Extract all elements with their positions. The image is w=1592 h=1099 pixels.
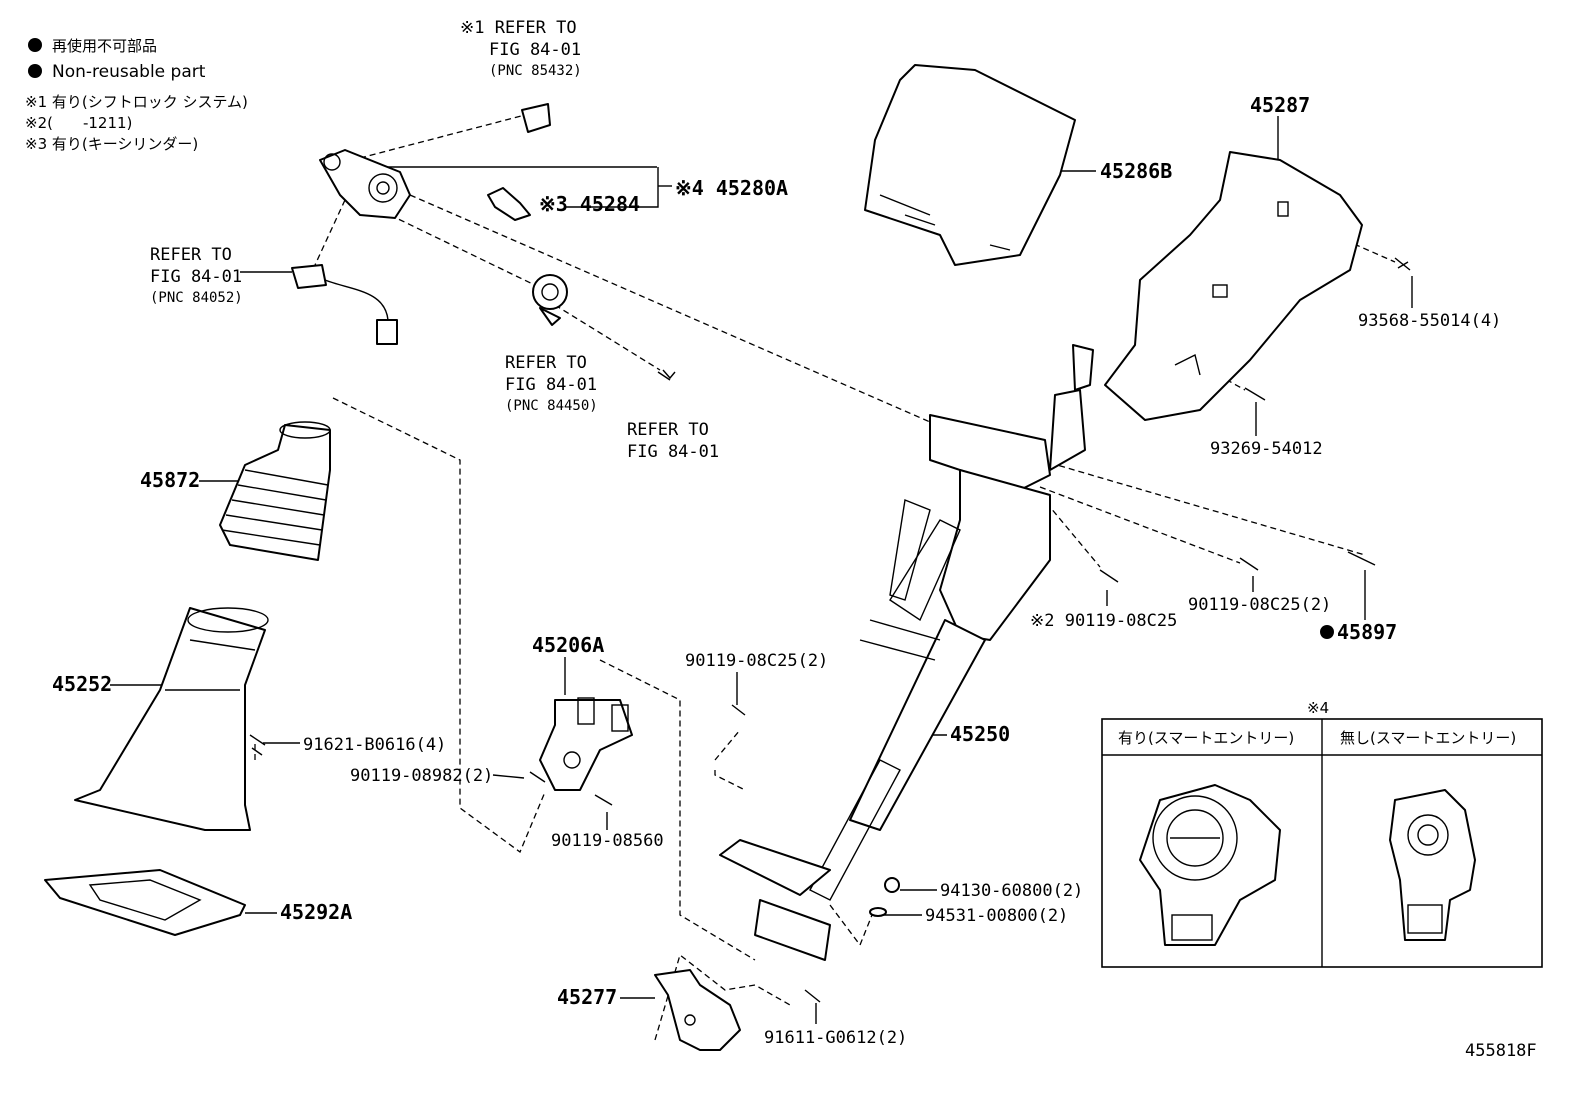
smart-entry-inset: ※4 有り(スマートエントリー) 無し(スマートエントリー) xyxy=(1101,699,1543,968)
upper-column-cover-icon xyxy=(864,64,1076,266)
part-90119-08C25-upper: 90119-08C25(2) xyxy=(685,651,828,671)
bolt-right-icon xyxy=(1239,557,1259,571)
wire-harness-icon xyxy=(291,264,398,345)
ignition-without-smart-entry-icon xyxy=(1389,789,1476,941)
screw-93269-icon xyxy=(1244,387,1266,401)
part-91621-B0616: 91621-B0616(4) xyxy=(303,735,446,755)
part-93568-55014: 93568-55014(4) xyxy=(1358,311,1501,331)
washer-94531-icon xyxy=(869,907,887,917)
non-reusable-bullet-icon xyxy=(1320,625,1334,639)
figure-id: 455818F xyxy=(1465,1041,1537,1061)
ignition-housing-icon xyxy=(319,149,411,219)
ref-shift-lock-1: ※1 REFER TO xyxy=(460,18,577,38)
part-45292A: 45292A xyxy=(280,900,352,924)
ref-switch-1: REFER TO xyxy=(505,353,587,373)
legend-note-2: ※2( -1211) xyxy=(25,114,132,132)
part-90119-08982: 90119-08982(2) xyxy=(350,766,493,786)
ref-switch-2: FIG 84-01 xyxy=(505,375,597,395)
ref-shift-lock-2: FIG 84-01 xyxy=(489,40,581,60)
legend-jp: 再使用不可部品 xyxy=(52,37,157,55)
legend-en: Non-reusable part xyxy=(52,62,206,82)
part-45286B: 45286B xyxy=(1100,159,1172,183)
sealing-plate-icon xyxy=(44,869,246,936)
leader-lines xyxy=(110,116,1413,1024)
ref-harness-2: FIG 84-01 xyxy=(150,267,242,287)
ref-shift-lock-3: (PNC 85432) xyxy=(489,63,582,79)
ref-labels: ※1 REFER TO FIG 84-01 (PNC 85432) REFER … xyxy=(150,18,719,462)
legend: 再使用不可部品 Non-reusable part ※1 有り(シフトロック シ… xyxy=(25,37,248,153)
screw-icon xyxy=(657,369,676,381)
part-labels: ※4 45280A ※3 45284 45286B 45287 93568-55… xyxy=(52,93,1537,1061)
part-90119-08C25-right: 90119-08C25(2) xyxy=(1188,595,1331,615)
legend-note-1: ※1 有り(シフトロック システム) xyxy=(25,93,248,111)
part-90119-08560: 90119-08560 xyxy=(551,831,664,851)
screw-93568-icon xyxy=(1394,257,1411,271)
legend-note-3: ※3 有り(キーシリンダー) xyxy=(25,135,198,153)
part-45252: 45252 xyxy=(52,672,112,696)
bolt-note2-icon xyxy=(1099,569,1119,583)
part-45280A: ※4 45280A xyxy=(675,176,788,200)
bolt-90119-icon xyxy=(529,704,746,806)
universal-joint-icon xyxy=(539,697,633,791)
part-94130-60800: 94130-60800(2) xyxy=(940,881,1083,901)
part-94531-00800: 94531-00800(2) xyxy=(925,906,1068,926)
column-boot-icon xyxy=(219,421,331,561)
ref-harness-1: REFER TO xyxy=(150,245,232,265)
bolt-45897-icon xyxy=(1347,551,1376,566)
part-45284: ※3 45284 xyxy=(539,192,640,216)
part-90119-08C25-note2: ※2 90119-08C25 xyxy=(1030,611,1177,631)
inset-title: ※4 xyxy=(1307,699,1329,717)
column-hole-cover-icon xyxy=(74,607,269,831)
rotary-switch-icon xyxy=(532,274,568,326)
non-reusable-bullet-icon xyxy=(28,38,42,52)
bolt-91621-icon xyxy=(249,734,266,756)
bolt-91611-icon xyxy=(804,989,821,1003)
ref-switch-3: (PNC 84450) xyxy=(505,398,598,414)
column-bracket-icon xyxy=(654,969,741,1051)
ref-screw-2: FIG 84-01 xyxy=(627,442,719,462)
lower-column-cover-icon xyxy=(1104,151,1363,421)
part-45287: 45287 xyxy=(1250,93,1310,117)
nut-94130-icon xyxy=(884,877,900,893)
part-45277: 45277 xyxy=(557,985,617,1009)
part-93269-54012: 93269-54012 xyxy=(1210,439,1323,459)
ref-screw-1: REFER TO xyxy=(627,420,709,440)
part-45897: 45897 xyxy=(1337,620,1397,644)
part-91611-G0612: 91611-G0612(2) xyxy=(764,1028,907,1048)
shift-lock-solenoid-icon xyxy=(521,103,551,133)
ignition-with-smart-entry-icon xyxy=(1139,784,1281,946)
non-reusable-bullet-icon xyxy=(28,64,42,78)
part-drawings xyxy=(44,64,1411,1051)
part-45872: 45872 xyxy=(140,468,200,492)
inset-col-without-smart-entry: 無し(スマートエントリー) xyxy=(1340,729,1516,747)
ref-harness-3: (PNC 84052) xyxy=(150,290,243,306)
steering-column-assembly-icon xyxy=(719,344,1094,961)
part-45206A: 45206A xyxy=(532,633,604,657)
inset-col-with-smart-entry: 有り(スマートエントリー) xyxy=(1118,729,1294,747)
key-cylinder-icon xyxy=(487,187,531,221)
part-45250: 45250 xyxy=(950,722,1010,746)
